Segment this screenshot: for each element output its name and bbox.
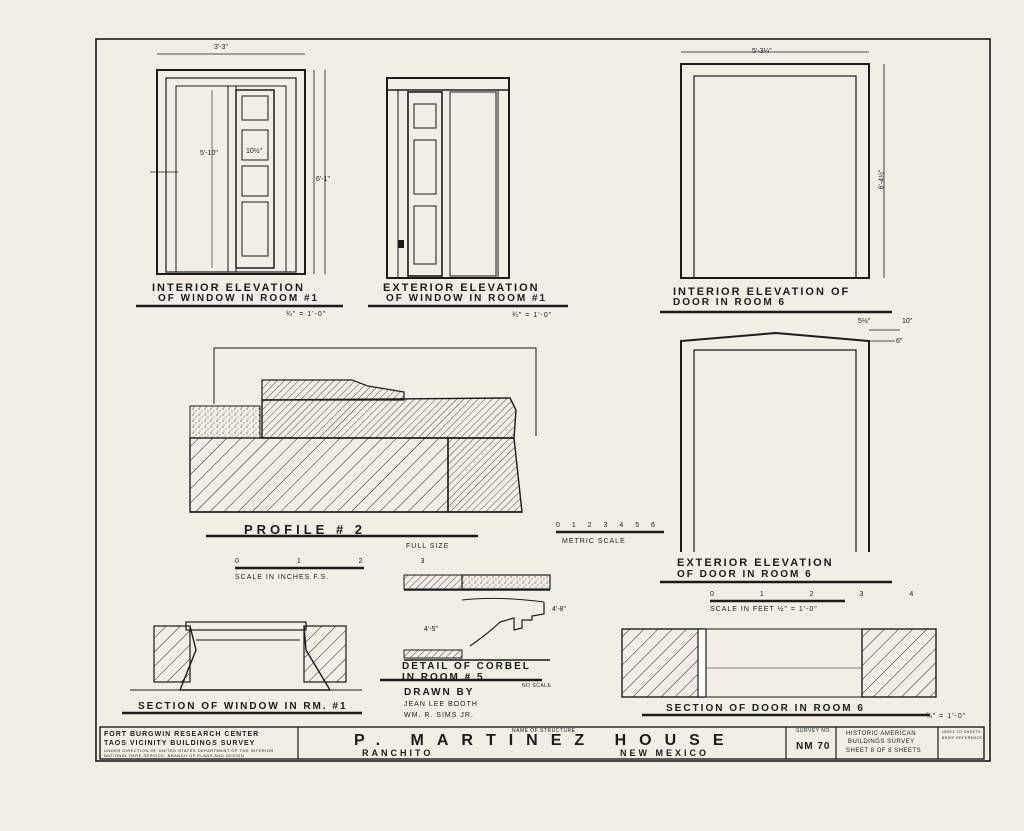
credits-name-2: WM. R. SIMS JR.: [404, 712, 474, 719]
corbel-scale: NO SCALE: [522, 683, 552, 689]
title-block-direction: UNDER DIRECTION OF UNITED STATES DEPARTM…: [104, 748, 274, 753]
corbel-title: DETAIL OF CORBEL: [402, 661, 531, 672]
exterior-window-elevation: [386, 77, 510, 279]
profile-title: PROFILE # 2: [244, 522, 367, 537]
ext-door-subtitle: OF DOOR IN ROOM 6: [677, 569, 813, 580]
feet-scale-label: SCALE IN FEET ½" = 1'-0": [710, 606, 818, 613]
window-section-title: SECTION OF WINDOW IN RM. #1: [138, 701, 348, 712]
interior-window-elevation: [150, 53, 326, 275]
title-underlines: [136, 304, 892, 682]
window-section: [122, 621, 362, 715]
inch-scale-ticks: 0 1 2 3: [235, 558, 453, 565]
feet-scale-ticks: 0 1 2 3 4: [710, 591, 936, 598]
title-block-center-1: FORT BURGWIN RESEARCH CENTER: [104, 731, 260, 738]
corbel-subtitle: IN ROOM # 5: [402, 672, 485, 683]
metric-scale-ticks: 0 1 2 3 4 5 6: [556, 522, 660, 529]
title-block-index-2: BRIEF REFERENCE: [942, 736, 983, 740]
door-section-scale: ¾" = 1'-0": [926, 713, 967, 720]
title-block-survey-label: SURVEY NO.: [796, 728, 832, 734]
metric-scale-label: METRIC SCALE: [562, 538, 626, 545]
exterior-door-elevation: [680, 329, 900, 552]
door-section: [621, 628, 937, 717]
profile-note: FULL SIZE: [406, 543, 450, 550]
int-door-title: INTERIOR ELEVATION OF: [673, 286, 851, 298]
title-block-index-1: INDEX TO SHEETS: [942, 730, 981, 734]
title-block-name-label: NAME OF STRUCTURE: [512, 728, 576, 734]
title-block-structure: P. MARTINEZ HOUSE: [354, 732, 737, 749]
ext-door-dim-top: 5½": [858, 318, 871, 325]
title-block-habs-2: BUILDINGS SURVEY: [848, 739, 915, 745]
corbel-dim-a: 4'-5": [424, 626, 438, 633]
title-block-habs-1: HISTORIC AMERICAN: [846, 731, 917, 737]
int-window-dim-height: 6'-1": [316, 176, 330, 183]
corbel-detail: [403, 574, 551, 661]
ext-door-dim-top2: 10": [902, 318, 913, 325]
title-block-survey-no: NM 70: [796, 741, 831, 752]
title-block-state: NEW MEXICO: [620, 748, 710, 758]
int-door-dim-height: 6'-4½": [878, 169, 886, 190]
door-section-title: SECTION OF DOOR IN ROOM 6: [666, 703, 865, 714]
int-window-scale: ¾" = 1'-0": [286, 311, 327, 318]
int-window-subtitle: OF WINDOW IN ROOM #1: [158, 293, 320, 304]
int-door-subtitle: DOOR IN ROOM 6: [673, 297, 787, 308]
int-window-dim-height2: 5'-10": [200, 150, 218, 157]
credits-name-1: JEAN LEE BOOTH: [404, 701, 478, 708]
ext-door-title: EXTERIOR ELEVATION: [677, 557, 834, 569]
int-door-dim-width: 5'-3¼": [752, 48, 772, 55]
title-block-sheet: SHEET 8 OF 8 SHEETS: [846, 748, 922, 754]
corbel-dim-b: 4'-8": [552, 606, 566, 613]
int-window-title: INTERIOR ELEVATION: [152, 282, 305, 294]
title-block-location: RANCHITO: [362, 748, 434, 758]
ext-window-subtitle: OF WINDOW IN ROOM #1: [386, 293, 548, 304]
title-block-center-2: TAOS VICINITY BUILDINGS SURVEY: [104, 740, 256, 747]
int-window-dim-sash: 10½": [246, 148, 263, 155]
profile-2-section: [189, 347, 537, 538]
interior-door-elevation: [680, 51, 885, 279]
credits-drawn-by: DRAWN BY: [404, 687, 475, 698]
sheet-border: [95, 38, 991, 762]
inch-scale-label: SCALE IN INCHES F.S.: [235, 574, 330, 581]
title-block-service: NATIONAL PARK SERVICE, BRANCH OF PLANS A…: [104, 753, 245, 758]
title-block-frame: [99, 726, 985, 760]
ext-window-title: EXTERIOR ELEVATION: [383, 282, 540, 294]
ext-door-dim-side: 6": [896, 338, 903, 345]
ext-window-scale: ¾" = 1'-0": [512, 312, 553, 319]
int-window-dim-width: 3'-3": [214, 44, 228, 51]
